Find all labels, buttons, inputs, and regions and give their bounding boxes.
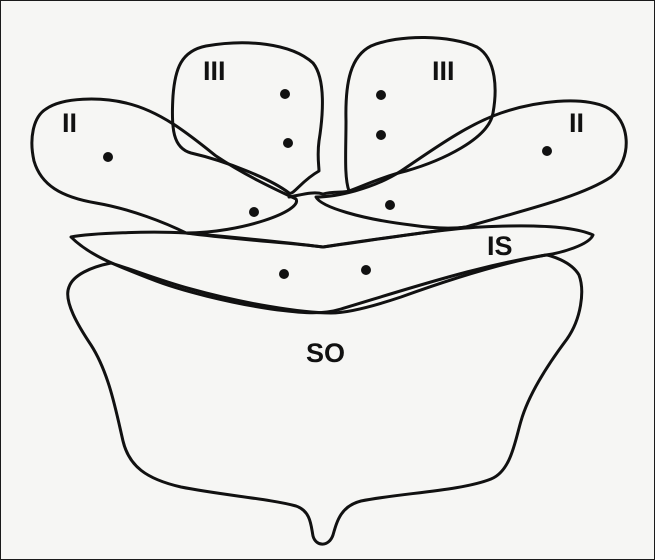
label-lower-plate: SO [306,338,345,368]
dot-intermediate-left [279,269,289,279]
intermediate-plate-outline [71,226,593,313]
label-left-upper-plate: III [203,56,226,86]
dot-central-right [385,200,395,210]
dot-left-lateral [103,152,113,162]
dot-right-lateral [542,146,552,156]
dot-left-upper-1 [280,89,290,99]
left-upper-plate-outline [172,43,322,194]
dot-central-left [249,207,259,217]
dot-right-upper-2 [376,130,386,140]
label-intermediate-plate: IS [487,231,513,261]
lower-plate-outline [68,255,582,544]
label-right-lateral-plate: II [569,108,584,138]
dot-intermediate-right [361,265,371,275]
label-left-lateral-plate: II [62,108,77,138]
right-upper-plate-outline [346,37,495,191]
dot-left-upper-2 [283,138,293,148]
label-right-upper-plate: III [432,56,455,86]
dot-right-upper-1 [376,90,386,100]
